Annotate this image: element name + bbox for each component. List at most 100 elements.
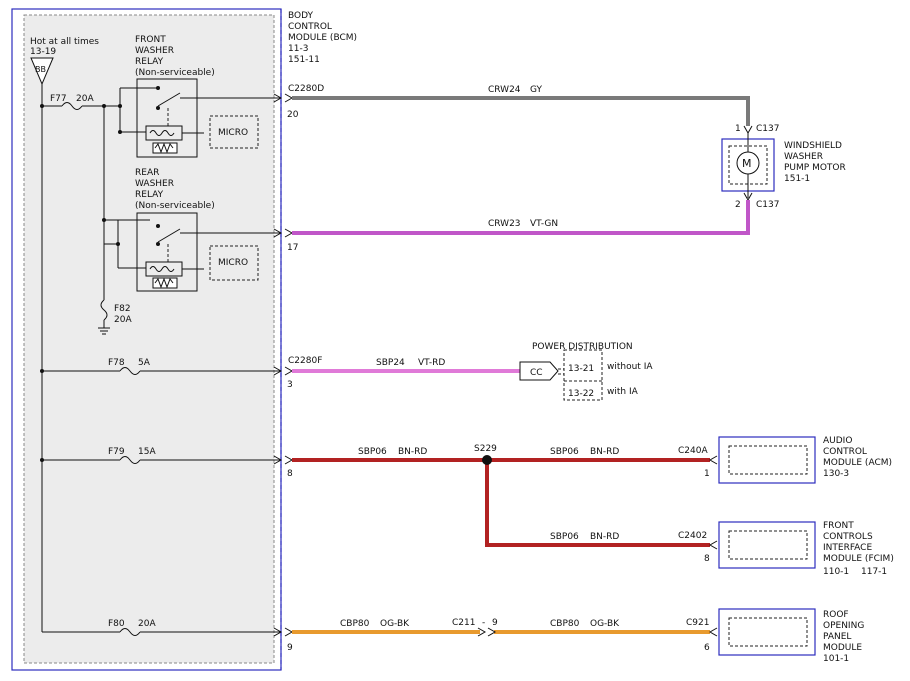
pd-ref-2: 13-22 [568, 389, 594, 399]
roof-connector-label: C921 [686, 618, 709, 628]
fcim-title-3: INTERFACE [823, 543, 872, 553]
fcim-ref-2: 117-1 [861, 567, 887, 577]
roof-title-3: PANEL [823, 632, 851, 642]
roof-title-5: 101-1 [823, 654, 849, 664]
cbp80-circuit-label-2: CBP80 [550, 619, 580, 629]
c211-dash: - [482, 618, 485, 628]
sbp06-color-label-3: BN-RD [590, 532, 619, 542]
f77-label: F77 [50, 94, 67, 104]
front-relay-contact-1 [156, 86, 160, 90]
sbp24-color-label: VT-RD [418, 358, 445, 368]
pd-ref-1: 13-21 [568, 364, 594, 374]
splice-s229-label: S229 [474, 444, 497, 454]
front-relay-label-2: WASHER [135, 46, 174, 56]
ground-symbol-icon [98, 320, 110, 335]
f82-label: F82 [114, 304, 131, 314]
fcim-connector-arrow [708, 540, 718, 550]
front-relay-box [136, 78, 198, 158]
roof-title-4: MODULE [823, 643, 862, 653]
bcm-title-4: 11-3 [288, 44, 308, 54]
f78-rating: 5A [138, 358, 151, 368]
rear-relay-switch-arm [157, 228, 181, 243]
sbp06-color-label-1: BN-RD [398, 447, 427, 457]
c137-pin1-arrow-icon [743, 125, 753, 135]
bcm-internal-panel [23, 14, 275, 664]
rear-relay-contact-2 [156, 242, 160, 246]
c137-bottom-label: C137 [756, 200, 779, 210]
acm-module-outline [718, 436, 816, 484]
f79-label: F79 [108, 447, 125, 457]
wire-crw24-gy [292, 96, 750, 126]
bcm-title-5: 151-11 [288, 55, 320, 65]
c137-pin1-label: 1 [735, 124, 741, 134]
rear-relay-label-2: WASHER [135, 179, 174, 189]
fcim-title-4: MODULE (FCIM) [823, 554, 894, 564]
splice-s229-dot [482, 455, 492, 465]
sbp06-circuit-label-1: SBP06 [358, 447, 387, 457]
sbp06-circuit-label-3: SBP06 [550, 532, 579, 542]
fcim-connector-label: C2402 [678, 531, 707, 541]
crw23-circuit-label: CRW23 [488, 219, 521, 229]
pin-9-label: 9 [287, 643, 293, 653]
bus-label: BB [35, 65, 46, 74]
c137-pin2-label: 2 [735, 200, 741, 210]
wire-crw23-vt-gn [292, 200, 750, 235]
fcim-pin-label: 8 [704, 554, 710, 564]
rear-relay-junction-2 [116, 242, 120, 246]
c211-arrow-icon [477, 627, 497, 637]
f80-fuse-icon [119, 628, 141, 636]
roof-connector-arrow [708, 627, 718, 637]
motor-symbol: M [742, 157, 752, 170]
cbp80-color-label-2: OG-BK [590, 619, 620, 629]
f80-rating: 20A [138, 619, 156, 629]
roof-title-1: ROOF [823, 610, 849, 620]
pd-note-2: with IA [607, 387, 639, 397]
front-relay-resistor-zigzag [154, 142, 174, 154]
rear-relay-label-3: RELAY [135, 190, 164, 200]
f79-rating: 15A [138, 447, 156, 457]
front-relay-junction [118, 104, 122, 108]
acm-connector-label: C240A [678, 446, 708, 456]
crw24-color-label: GY [530, 85, 543, 95]
bcm-title-1: BODY [288, 11, 314, 21]
pin-8-label: 8 [287, 469, 293, 479]
fcim-title-1: FRONT [823, 521, 854, 531]
bus-triangle-icon [30, 57, 54, 86]
c211-label: C211 [452, 618, 475, 628]
rear-relay-resistor-zigzag [154, 277, 174, 289]
rear-relay-contact-1 [156, 224, 160, 228]
f79-fuse-icon [119, 456, 141, 464]
rear-relay-junction [102, 218, 106, 222]
f78-label: F78 [108, 358, 125, 368]
front-relay-label-1: FRONT [135, 35, 166, 45]
pump-title-3: PUMP MOTOR [784, 163, 846, 173]
f80-label: F80 [108, 619, 125, 629]
hot-ref-label: 13-19 [30, 47, 56, 57]
rear-micro-label: MICRO [218, 258, 248, 268]
f78-fuse-icon [119, 367, 141, 375]
acm-title-2: CONTROL [823, 447, 867, 457]
f82-fuse-icon [100, 299, 108, 321]
front-relay-coil-winding [149, 130, 175, 136]
power-distribution-box [563, 349, 603, 401]
rear-relay-label-4: (Non-serviceable) [135, 201, 215, 211]
c211-pin: 9 [492, 618, 498, 628]
roof-module-outline [718, 608, 816, 656]
pin-3-label: 3 [287, 380, 293, 390]
sbp06-color-label-2: BN-RD [590, 447, 619, 457]
front-micro-label: MICRO [218, 128, 248, 138]
acm-connector-arrow [708, 455, 718, 465]
pin-17-label: 17 [287, 243, 298, 253]
sbp06-circuit-label-2: SBP06 [550, 447, 579, 457]
c2280f-label: C2280F [288, 356, 322, 366]
front-relay-coil-junction [118, 130, 122, 134]
fcim-inner-box [728, 530, 808, 560]
acm-pin-label: 1 [704, 469, 710, 479]
rear-relay-box [136, 212, 198, 292]
f78-junction-dot [40, 369, 44, 373]
rear-relay-feed-junction [102, 104, 106, 108]
crw24-circuit-label: CRW24 [488, 85, 521, 95]
cbp80-color-label-1: OG-BK [380, 619, 410, 629]
roof-inner-box [728, 617, 808, 647]
